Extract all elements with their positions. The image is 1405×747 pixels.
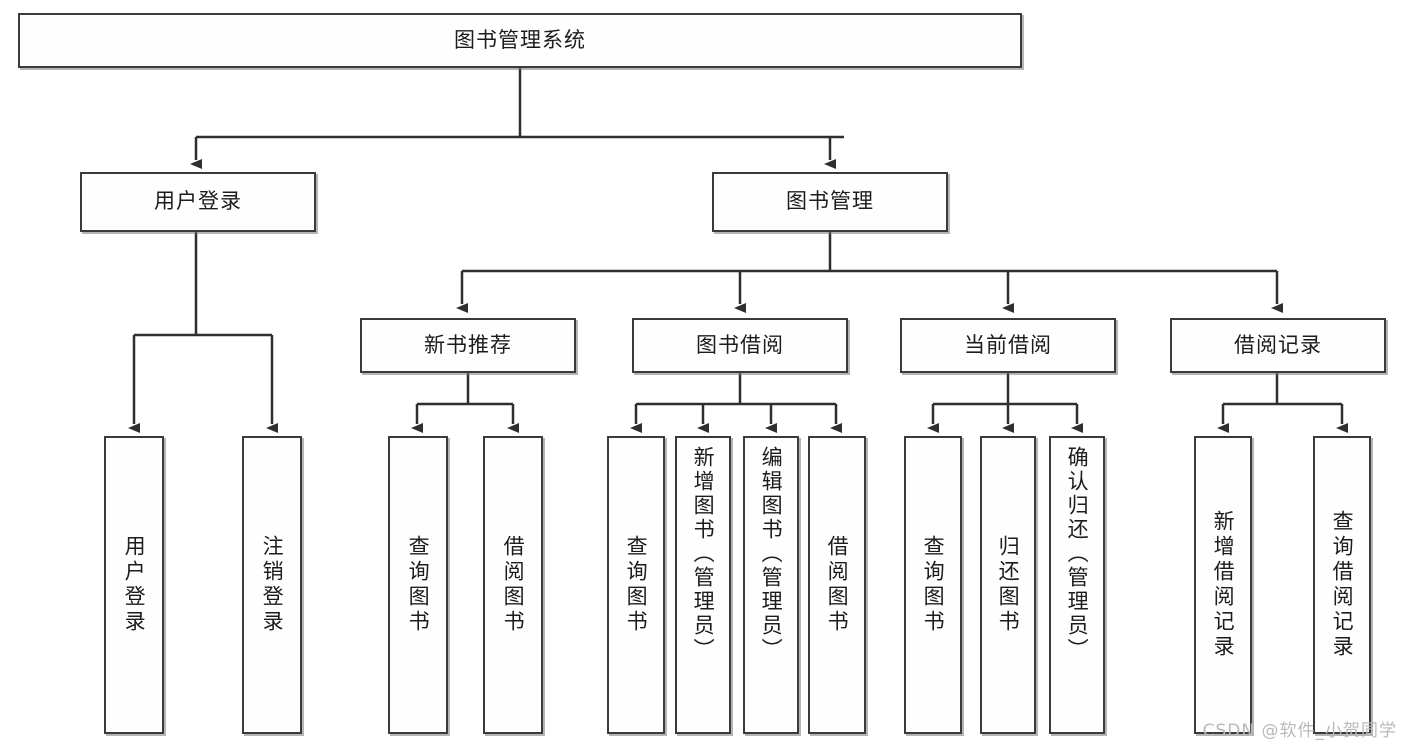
node-user-login[interactable]: 用户登录 — [80, 172, 316, 232]
leaf-logout[interactable]: 注销登录 — [242, 436, 302, 734]
leaf-add-borrow-record[interactable]: 新增借阅记录 — [1194, 436, 1252, 734]
leaf-user-login[interactable]: 用户登录 — [104, 436, 164, 734]
leaf-query-book-borrow[interactable]: 查询图书 — [607, 436, 665, 734]
leaf-return-book[interactable]: 归还图书 — [980, 436, 1036, 734]
node-book-management[interactable]: 图书管理 — [712, 172, 948, 232]
leaf-borrow-book-borrow[interactable]: 借阅图书 — [808, 436, 866, 734]
node-book-borrow[interactable]: 图书借阅 — [632, 318, 848, 373]
leaf-query-book-recommend[interactable]: 查询图书 — [388, 436, 448, 734]
leaf-query-borrow-record[interactable]: 查询借阅记录 — [1313, 436, 1371, 734]
node-current-borrow[interactable]: 当前借阅 — [900, 318, 1116, 373]
leaf-borrow-book-recommend[interactable]: 借阅图书 — [483, 436, 543, 734]
node-new-book-recommend[interactable]: 新书推荐 — [360, 318, 576, 373]
csdn-watermark: CSDN @软件_小贺同学 — [1202, 721, 1397, 741]
leaf-edit-book-admin[interactable]: 编辑图书（管理员） — [743, 436, 799, 734]
leaf-add-book-admin[interactable]: 新增图书（管理员） — [675, 436, 731, 734]
leaf-query-book-current[interactable]: 查询图书 — [904, 436, 962, 734]
node-borrow-record[interactable]: 借阅记录 — [1170, 318, 1386, 373]
leaf-confirm-return-admin[interactable]: 确认归还（管理员） — [1049, 436, 1105, 734]
node-root-system[interactable]: 图书管理系统 — [18, 13, 1022, 68]
